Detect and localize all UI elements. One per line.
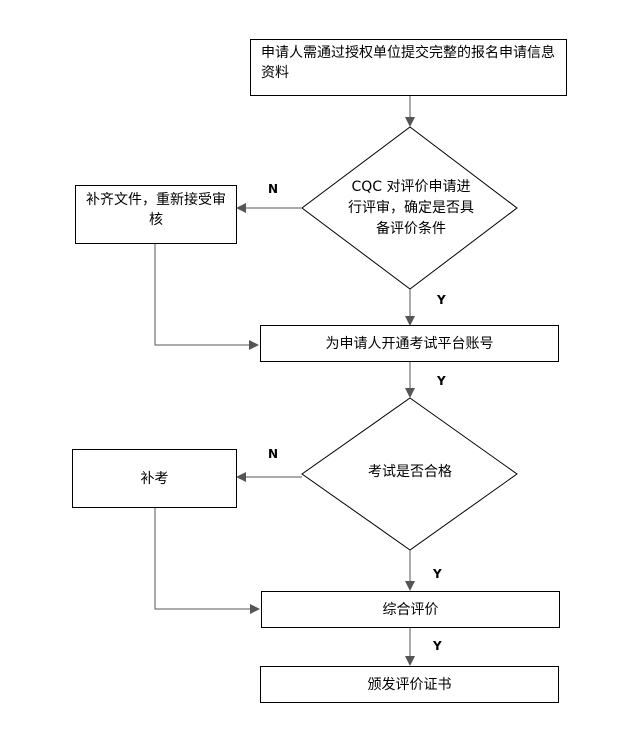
open-account-text: 为申请人开通考试平台账号 (325, 335, 494, 352)
submit-application-text: 申请人需通过授权单位提交完整的报名申请信息资料 (261, 45, 555, 81)
review-decision-text: CQC 对评价申请进行评审，确定是否具备评价条件 (348, 179, 474, 237)
open-account-box: 为申请人开通考试平台账号 (260, 325, 559, 362)
exam-decision-text: 考试是否合格 (368, 464, 452, 480)
review-no-label: N (268, 182, 279, 196)
arrow-retake-to-evaluation (154, 508, 260, 614)
issue-certificate-text: 颁发评价证书 (367, 676, 452, 693)
exam-yes-label: Y (433, 567, 442, 581)
evaluation-yes-label: Y (433, 639, 442, 653)
retake-box: 补考 (72, 449, 237, 508)
comprehensive-evaluation-text: 综合评价 (382, 601, 439, 618)
arrow-resubmit-to-open-account (154, 244, 259, 350)
issue-certificate-box: 颁发评价证书 (260, 666, 559, 703)
exam-no-label: N (268, 447, 279, 461)
resubmit-documents-box: 补齐文件，重新接受审核 (75, 185, 237, 244)
resubmit-documents-text: 补齐文件，重新接受审核 (86, 192, 226, 228)
comprehensive-evaluation-box: 综合评价 (261, 591, 560, 628)
review-yes-label: Y (437, 293, 446, 307)
account-yes-label: Y (437, 374, 446, 388)
retake-text: 补考 (140, 470, 169, 487)
submit-application-box: 申请人需通过授权单位提交完整的报名申请信息资料 (250, 39, 567, 96)
